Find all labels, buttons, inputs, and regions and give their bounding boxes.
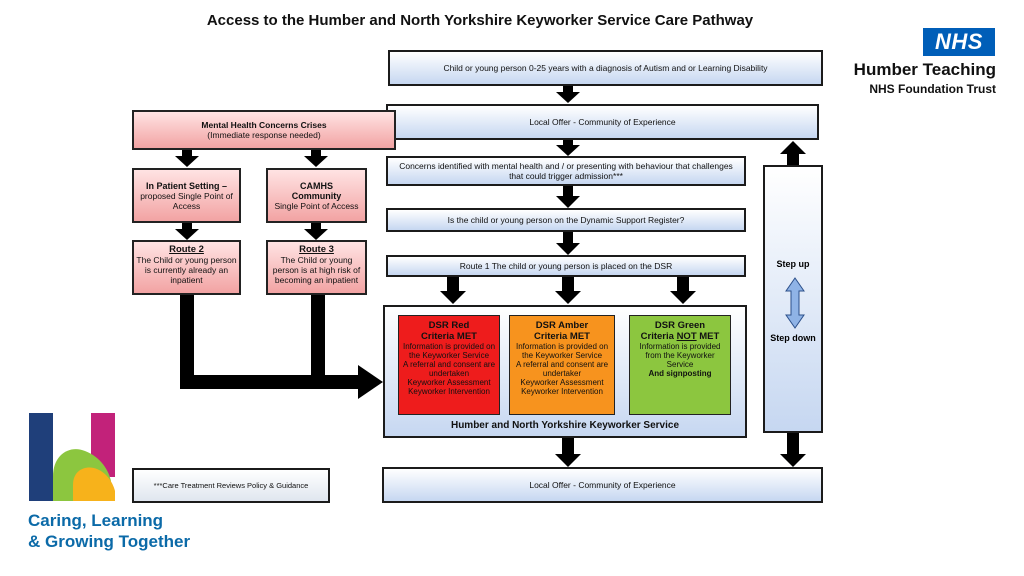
flow-box-local-offer-bottom: Local Offer - Community of Experience — [382, 467, 823, 503]
flow-box-concerns: Concerns identified with mental health a… — [386, 156, 746, 186]
dsr-amber-text2: A referral and consent are undertaker — [515, 360, 609, 378]
step-down-label: Step down — [770, 333, 816, 343]
flow-box-eligibility: Child or young person 0-25 years with a … — [388, 50, 823, 86]
dsr-amber-text3: Keyworker Assessment — [520, 378, 604, 387]
dsr-green-criteria: Criteria NOT MET — [640, 331, 720, 342]
flow-box-local-offer: Local Offer - Community of Experience — [386, 104, 819, 140]
route2-title: Route 2 — [169, 244, 204, 255]
double-arrow-icon — [785, 277, 805, 329]
arrow-down-icon — [555, 277, 581, 304]
dsr-red-text4: Keyworker Intervention — [408, 387, 490, 396]
dsr-red-criteria: Criteria MET — [421, 331, 477, 342]
arrow-down-icon — [556, 86, 580, 103]
footnote-text: ***Care Treatment Reviews Policy & Guida… — [153, 481, 309, 490]
route-connector-arrow-icon — [180, 295, 383, 399]
page-title: Access to the Humber and North Yorkshire… — [206, 12, 754, 29]
arrow-down-icon — [555, 438, 581, 467]
dsr-amber-criteria: Criteria MET — [534, 331, 590, 342]
dsr-green-text: Information is provided from the Keywork… — [639, 342, 721, 369]
dsr-red-text2: A referral and consent are undertaken — [402, 360, 496, 378]
tagline-line2: & Growing Together — [28, 532, 191, 551]
crisis-title: Mental Health Concerns Crises — [201, 120, 327, 130]
step-column: Step up Step down — [763, 165, 823, 433]
arrow-down-icon — [304, 150, 328, 167]
camhs-subtitle: Single Point of Access — [274, 200, 359, 211]
arrow-down-icon — [556, 140, 580, 156]
route2-text: The Child or young person is currently a… — [136, 255, 237, 285]
dsr-red-title: DSR Red — [428, 320, 470, 331]
arrow-down-icon — [556, 186, 580, 208]
trust-h-logo — [29, 413, 115, 501]
route2-box: Route 2 The Child or young person is cur… — [132, 240, 241, 295]
dsr-amber-title: DSR Amber — [535, 320, 589, 331]
dsr-red-text: Information is provided on the Keyworker… — [402, 342, 496, 360]
camhs-box: CAMHS Community Single Point of Access — [266, 168, 367, 223]
dsr-green-text2: And signposting — [648, 369, 712, 378]
inpatient-box: In Patient Setting – proposed Single Poi… — [132, 168, 241, 223]
nhs-logo-badge: NHS — [923, 28, 995, 56]
inpatient-subtitle: proposed Single Point of Access — [140, 190, 233, 211]
dsr-red-text3: Keyworker Assessment — [407, 378, 491, 387]
keyworker-service-label: Humber and North Yorkshire Keyworker Ser… — [450, 420, 680, 431]
route3-box: Route 3 The Child or young person is at … — [266, 240, 367, 295]
org-name-line1: Humber Teaching — [853, 60, 996, 79]
dsr-amber-text4: Keyworker Intervention — [521, 387, 603, 396]
route3-title: Route 3 — [299, 244, 334, 255]
arrow-down-icon — [175, 150, 199, 167]
org-name-line2: NHS Foundation Trust — [869, 82, 996, 96]
crisis-box: Mental Health Concerns Crises (Immediate… — [132, 110, 396, 150]
step-up-label: Step up — [776, 259, 810, 269]
arrow-down-icon — [556, 232, 580, 255]
arrow-down-icon — [440, 277, 466, 304]
camhs-title: CAMHS — [300, 180, 333, 191]
inpatient-title: In Patient Setting – — [145, 180, 227, 191]
arrow-up-icon — [780, 141, 806, 165]
dsr-amber-box: DSR Amber Criteria MET Information is pr… — [509, 315, 615, 415]
arrow-down-icon — [175, 223, 199, 240]
dsr-green-box: DSR Green Criteria NOT MET Information i… — [629, 315, 731, 415]
crisis-subtitle: (Immediate response needed) — [207, 130, 321, 140]
tagline-line1: Caring, Learning — [28, 511, 164, 530]
route3-text: The Child or young person is at high ris… — [272, 255, 361, 285]
arrow-down-icon — [304, 223, 328, 240]
footnote-box: ***Care Treatment Reviews Policy & Guida… — [132, 468, 330, 503]
dsr-red-box: DSR Red Criteria MET Information is prov… — [398, 315, 500, 415]
flow-box-dsr-question: Is the child or young person on the Dyna… — [386, 208, 746, 232]
flow-box-route1: Route 1 The child or young person is pla… — [386, 255, 746, 277]
dsr-green-title: DSR Green — [654, 320, 706, 331]
arrow-down-icon — [780, 433, 806, 467]
camhs-line2: Community — [291, 190, 342, 201]
arrow-down-icon — [670, 277, 696, 304]
dsr-amber-text: Information is provided on the Keyworker… — [515, 342, 609, 360]
